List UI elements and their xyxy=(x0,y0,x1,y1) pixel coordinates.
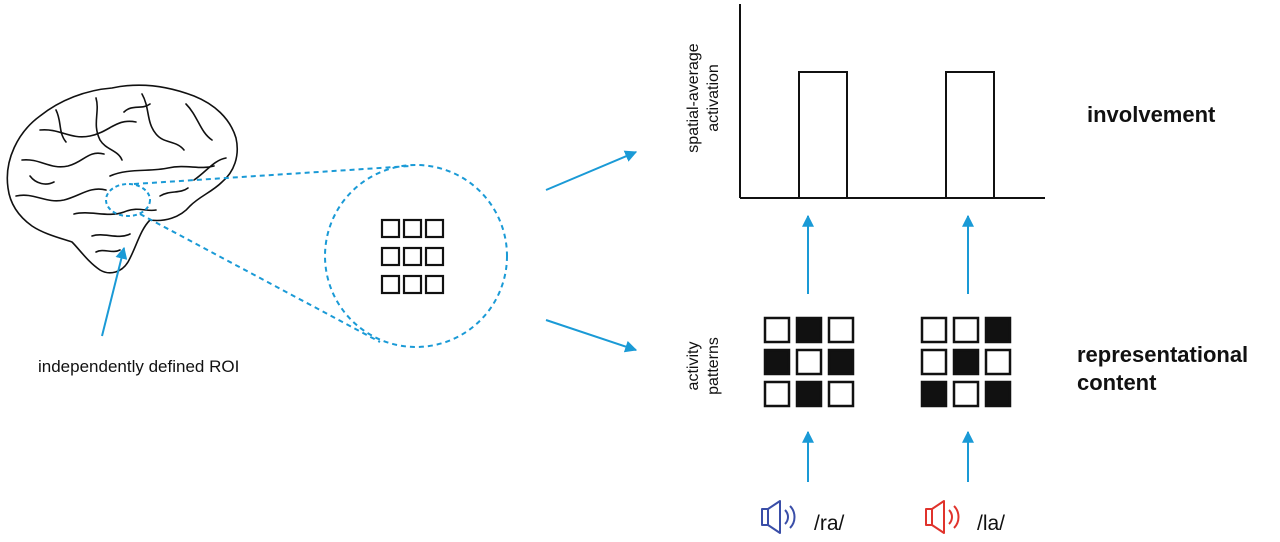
voxel-cell xyxy=(827,380,855,408)
bar-la xyxy=(945,71,995,199)
voxel-cell xyxy=(952,348,980,376)
roi-label: independently defined ROI xyxy=(38,357,239,376)
speaker-icon xyxy=(761,500,796,534)
chart-ylabel-line2: activation xyxy=(705,64,722,132)
pattern-ra xyxy=(763,316,855,408)
voxel-cell xyxy=(984,316,1012,344)
chart-ylabel-line1: spatial-average xyxy=(685,43,702,153)
stimulus-la-label: /la/ xyxy=(977,512,1005,535)
voxel-cell xyxy=(795,380,823,408)
voxel-cell xyxy=(795,348,823,376)
patterns-ylabel-line2: patterns xyxy=(705,337,722,395)
voxel-cell xyxy=(763,348,791,376)
voxel-cell xyxy=(952,316,980,344)
voxel-cell xyxy=(920,348,948,376)
involvement-label: involvement xyxy=(1087,102,1216,127)
patterns-ylabel-line1: activity xyxy=(685,342,702,391)
roi-arrow xyxy=(101,246,128,337)
voxel-grid xyxy=(380,218,445,295)
roi-region xyxy=(105,183,151,217)
voxel-cell xyxy=(920,316,948,344)
voxel-cell xyxy=(984,380,1012,408)
voxel-cell xyxy=(920,380,948,408)
arrow-to-chart xyxy=(545,150,638,191)
voxel-cell xyxy=(763,380,791,408)
pattern-la xyxy=(920,316,1012,408)
voxel-cell xyxy=(795,316,823,344)
roi-zoom-circle xyxy=(324,164,508,348)
bar-ra xyxy=(798,71,848,199)
voxel-cell xyxy=(763,316,791,344)
arrow-to-patterns xyxy=(545,319,638,353)
voxel-cell xyxy=(827,316,855,344)
voxel-cell xyxy=(984,348,1012,376)
zoom-line-top xyxy=(133,165,411,185)
voxel-cell xyxy=(952,380,980,408)
voxel-cell xyxy=(827,348,855,376)
zoom-line-bottom xyxy=(139,213,381,343)
speaker-icon xyxy=(925,500,960,534)
bar-chart: spatial-average activation xyxy=(685,4,1045,199)
brain-illustration xyxy=(6,84,238,274)
content-label: content xyxy=(1077,370,1157,395)
representational-label: representational xyxy=(1077,342,1248,367)
stimulus-ra-label: /ra/ xyxy=(814,512,845,535)
